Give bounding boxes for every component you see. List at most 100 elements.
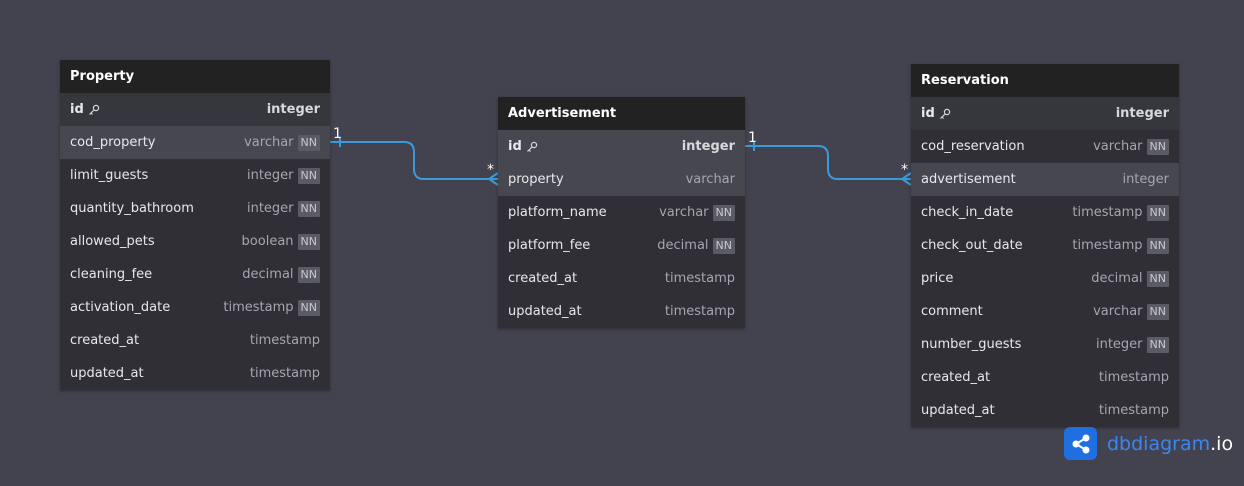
field-name: created_at	[70, 333, 140, 348]
field-name: updated_at	[508, 304, 582, 319]
field-name: advertisement	[921, 172, 1016, 187]
field-type: varchar	[1093, 304, 1143, 319]
field-type: integer	[1122, 172, 1169, 187]
field-row-advertisement[interactable]: advertisement integer	[911, 163, 1179, 196]
field-name: allowed_pets	[70, 234, 155, 249]
field-name: property	[508, 172, 564, 187]
link-advertisement-reservation[interactable]	[745, 145, 911, 180]
field-type: boolean	[241, 234, 294, 249]
field-type: varchar	[1093, 139, 1143, 154]
field-name: created_at	[508, 271, 578, 286]
field-type: decimal	[657, 238, 709, 253]
cardinality-many-label: *	[901, 162, 908, 178]
field-name: limit_guests	[70, 168, 149, 183]
not-null-badge: NN	[297, 266, 320, 283]
key-icon	[88, 104, 99, 115]
field-type: timestamp	[1098, 370, 1169, 385]
field-name: cleaning_fee	[70, 267, 153, 282]
field-row-created-at[interactable]: created_at timestamp	[911, 361, 1179, 394]
field-name: check_in_date	[921, 205, 1014, 220]
field-name: comment	[921, 304, 983, 319]
field-type: timestamp	[1072, 205, 1143, 220]
field-type: integer	[681, 139, 735, 154]
not-null-badge: NN	[1146, 204, 1169, 221]
field-name: id	[70, 102, 84, 117]
field-type: timestamp	[664, 271, 735, 286]
not-null-badge: NN	[297, 167, 320, 184]
field-type: decimal	[242, 267, 294, 282]
not-null-badge: NN	[1146, 237, 1169, 254]
field-row-id[interactable]: id integer	[498, 130, 745, 163]
field-name: id	[921, 106, 935, 121]
field-name: created_at	[921, 370, 991, 385]
not-null-badge: NN	[297, 134, 320, 151]
not-null-badge: NN	[1146, 303, 1169, 320]
field-type: integer	[246, 201, 294, 216]
table-header[interactable]: Property	[60, 60, 330, 93]
field-type: timestamp	[249, 366, 320, 381]
brand-name: dbdiagram.io	[1107, 432, 1234, 455]
field-type: integer	[1115, 106, 1169, 121]
field-name: updated_at	[70, 366, 144, 381]
field-name: check_out_date	[921, 238, 1023, 253]
field-type: timestamp	[223, 300, 294, 315]
not-null-badge: NN	[1146, 336, 1169, 353]
not-null-badge: NN	[297, 200, 320, 217]
field-row-updated-at[interactable]: updated_at timestamp	[498, 295, 745, 328]
field-row-id[interactable]: id integer	[911, 97, 1179, 130]
field-name: cod_reservation	[921, 139, 1025, 154]
field-name: cod_property	[70, 135, 156, 150]
table-header[interactable]: Reservation	[911, 64, 1179, 97]
field-row-updated-at[interactable]: updated_at timestamp	[60, 357, 330, 390]
cardinality-one-label: 1	[748, 130, 757, 146]
share-icon	[1064, 427, 1097, 460]
field-name: id	[508, 139, 522, 154]
field-type: integer	[266, 102, 320, 117]
field-row-created-at[interactable]: created_at timestamp	[60, 324, 330, 357]
not-null-badge: NN	[712, 237, 735, 254]
link-property-advertisement[interactable]	[330, 141, 498, 180]
key-icon	[939, 108, 950, 119]
field-row-id[interactable]: id integer	[60, 93, 330, 126]
field-row-updated-at[interactable]: updated_at timestamp	[911, 394, 1179, 427]
not-null-badge: NN	[712, 204, 735, 221]
not-null-badge: NN	[1146, 270, 1169, 287]
brand-watermark[interactable]: dbdiagram.io	[1064, 427, 1233, 460]
field-name: updated_at	[921, 403, 995, 418]
not-null-badge: NN	[297, 299, 320, 316]
field-type: timestamp	[249, 333, 320, 348]
field-type: timestamp	[1072, 238, 1143, 253]
key-icon	[526, 141, 537, 152]
field-type: timestamp	[664, 304, 735, 319]
field-type: integer	[1095, 337, 1143, 352]
field-name: platform_fee	[508, 238, 591, 253]
field-name: activation_date	[70, 300, 171, 315]
cardinality-one-label: 1	[333, 126, 342, 142]
field-type: varchar	[659, 205, 709, 220]
not-null-badge: NN	[1146, 138, 1169, 155]
table-header[interactable]: Advertisement	[498, 97, 745, 130]
field-type: timestamp	[1098, 403, 1169, 418]
field-name: quantity_bathroom	[70, 201, 194, 216]
field-row-created-at[interactable]: created_at timestamp	[498, 262, 745, 295]
